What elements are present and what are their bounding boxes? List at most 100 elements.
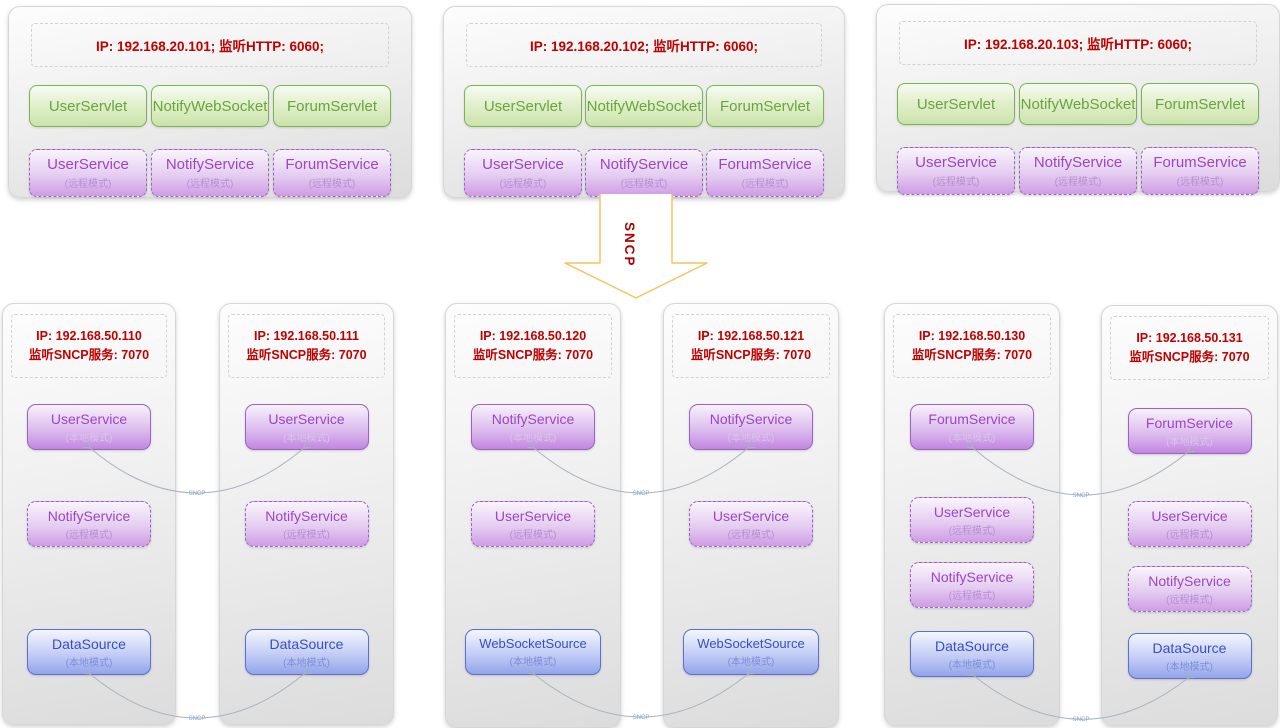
servlet-label: ForumServlet xyxy=(1154,95,1246,113)
service-mode: (本地模式) xyxy=(948,659,996,671)
service-mode: (远程模式) xyxy=(948,525,996,537)
service-mode: (远程模式) xyxy=(948,590,996,602)
http-server-panel-103: IP: 192.168.20.103; 监听HTTP: 6060; UserSe… xyxy=(876,4,1280,195)
service-mode: (远程模式) xyxy=(64,179,112,190)
service-mode: (远程模式) xyxy=(1176,177,1224,188)
service-name: NotifyService xyxy=(1033,154,1123,171)
connector-sncp-label: SNCP xyxy=(633,491,650,497)
node-listen-text: 监听SNCP服务: 7070 xyxy=(246,348,367,362)
service-mode: (本地模式) xyxy=(727,657,775,668)
servlet-label: ForumServlet xyxy=(719,97,811,115)
http-server-panel-101: IP: 192.168.20.101; 监听HTTP: 6060; UserSe… xyxy=(8,6,412,198)
connector-sncp-label: SNCP xyxy=(1073,717,1090,723)
node-listen-text: 监听SNCP服务: 7070 xyxy=(472,348,594,362)
service-mode: (远程模式) xyxy=(741,179,789,190)
service-mode: (本地模式) xyxy=(65,657,113,669)
service-name: UserService xyxy=(494,507,572,524)
service-name: NotifyService xyxy=(1148,572,1231,589)
notifyservice-remote-box: NotifyService (远程模式) xyxy=(244,501,369,547)
notifyservice-local-box: NotifyService (本地模式) xyxy=(689,404,813,450)
datasource-local-box: DataSource (本地模式) xyxy=(1127,633,1252,679)
node-ip-text: IP: 192.168.50.131 xyxy=(1136,330,1243,345)
node-ip-header: IP: 192.168.50.121 监听SNCP服务: 7070 xyxy=(672,314,830,378)
userservice-remote-box: UserService (远程模式) xyxy=(464,149,582,197)
service-mode: (远程模式) xyxy=(932,177,980,188)
node-ip-text: IP: 192.168.50.120 xyxy=(479,328,587,343)
forumservlet-box: ForumServlet xyxy=(273,85,391,127)
userservlet-box: UserServlet xyxy=(29,85,147,127)
servlet-label: UserServlet xyxy=(916,95,996,113)
service-name: DataSource xyxy=(1152,639,1227,656)
userservice-remote-box: UserService (远程模式) xyxy=(29,149,147,197)
connector-sncp-label: SNCP xyxy=(1073,493,1090,499)
userservice-remote-box: UserService (远程模式) xyxy=(910,497,1034,543)
forumservlet-box: ForumServlet xyxy=(706,85,824,127)
service-mode: (本地模式) xyxy=(509,432,557,444)
service-name: DataSource xyxy=(52,635,126,652)
userservice-local-box: UserService (本地模式) xyxy=(27,404,151,450)
server-ip-header: IP: 192.168.20.102; 监听HTTP: 6060; xyxy=(466,23,822,67)
notifyservice-remote-box: NotifyService (远程模式) xyxy=(585,149,703,197)
forumservice-remote-box: ForumService (远程模式) xyxy=(706,149,824,197)
service-name: UserService xyxy=(1151,507,1228,524)
service-mode: (本地模式) xyxy=(1166,436,1213,448)
servlet-label: UserServlet xyxy=(48,97,128,115)
forumservice-local-box: ForumService (本地模式) xyxy=(910,404,1034,450)
service-mode: (远程模式) xyxy=(283,529,330,541)
servlet-label: NotifyWebSocket xyxy=(152,97,268,115)
service-mode: (远程模式) xyxy=(1054,177,1102,188)
datasource-local-box: DataSource (本地模式) xyxy=(910,631,1034,677)
service-mode: (本地模式) xyxy=(509,657,557,668)
notifywebsocket-box: NotifyWebSocket xyxy=(585,85,703,127)
sncp-node-panel-110: IP: 192.168.50.110 监听SNCP服务: 7070 UserSe… xyxy=(2,303,176,725)
datasource-local-box: DataSource (本地模式) xyxy=(244,629,369,675)
server-ip-header: IP: 192.168.20.101; 监听HTTP: 6060; xyxy=(31,23,389,67)
userservice-local-box: UserService (本地模式) xyxy=(244,404,369,450)
sncp-node-panel-111: IP: 192.168.50.111 监听SNCP服务: 7070 UserSe… xyxy=(219,303,394,725)
service-mode: (本地模式) xyxy=(1166,661,1213,673)
node-ip-header: IP: 192.168.50.131 监听SNCP服务: 7070 xyxy=(1110,316,1269,380)
notifyservice-remote-box: NotifyService (远程模式) xyxy=(27,501,151,547)
service-name: NotifyService xyxy=(491,410,575,427)
notifywebsocket-box: NotifyWebSocket xyxy=(1019,83,1137,125)
service-mode: (本地模式) xyxy=(65,432,113,444)
websocketsource-local-box: WebSocketSource (本地模式) xyxy=(465,629,601,675)
node-ip-text: IP: 192.168.50.111 xyxy=(254,328,359,343)
service-mode: (本地模式) xyxy=(727,432,775,444)
service-name: ForumService xyxy=(1153,154,1247,171)
service-mode: (远程模式) xyxy=(186,179,234,190)
service-name: WebSocketSource xyxy=(479,636,587,651)
node-ip-header: IP: 192.168.50.110 监听SNCP服务: 7070 xyxy=(11,314,167,378)
service-mode: (远程模式) xyxy=(499,179,547,190)
servlet-label: UserServlet xyxy=(483,97,563,115)
service-name: UserService xyxy=(50,410,128,427)
service-mode: (远程模式) xyxy=(1166,594,1213,606)
notifyservice-local-box: NotifyService (本地模式) xyxy=(471,404,595,450)
sncp-node-panel-131: IP: 192.168.50.131 监听SNCP服务: 7070 ForumS… xyxy=(1101,305,1278,726)
server-ip-text: IP: 192.168.20.102; 监听HTTP: 6060; xyxy=(529,39,759,54)
service-name: UserService xyxy=(712,507,790,524)
service-name: UserService xyxy=(268,410,345,427)
server-ip-header: IP: 192.168.20.103; 监听HTTP: 6060; xyxy=(899,21,1257,65)
service-name: UserService xyxy=(482,156,564,173)
userservice-remote-box: UserService (远程模式) xyxy=(471,501,595,547)
service-name: DataSource xyxy=(935,637,1009,654)
service-mode: (远程模式) xyxy=(620,179,668,190)
userservice-remote-box: UserService (远程模式) xyxy=(689,501,813,547)
node-ip-header: IP: 192.168.50.130 监听SNCP服务: 7070 xyxy=(893,314,1051,378)
node-listen-text: 监听SNCP服务: 7070 xyxy=(1129,350,1250,364)
server-ip-text: IP: 192.168.20.101; 监听HTTP: 6060; xyxy=(95,39,325,54)
service-mode: (本地模式) xyxy=(948,432,996,444)
connector-sncp-label: SNCP xyxy=(189,491,206,497)
forumservice-local-box: ForumService (本地模式) xyxy=(1127,408,1252,454)
http-server-panel-102: IP: 192.168.20.102; 监听HTTP: 6060; UserSe… xyxy=(443,6,845,198)
service-name: ForumService xyxy=(285,156,379,173)
userservice-remote-box: UserService (远程模式) xyxy=(1127,501,1252,547)
connector-sncp-label: SNCP xyxy=(189,716,206,722)
notifyservice-remote-box: NotifyService (远程模式) xyxy=(1019,147,1137,195)
service-mode: (远程模式) xyxy=(1166,529,1213,541)
servlet-label: NotifyWebSocket xyxy=(586,97,702,115)
userservlet-box: UserServlet xyxy=(464,85,582,127)
node-ip-header: IP: 192.168.50.120 监听SNCP服务: 7070 xyxy=(454,314,612,378)
notifyservice-remote-box: NotifyService (远程模式) xyxy=(910,562,1034,608)
